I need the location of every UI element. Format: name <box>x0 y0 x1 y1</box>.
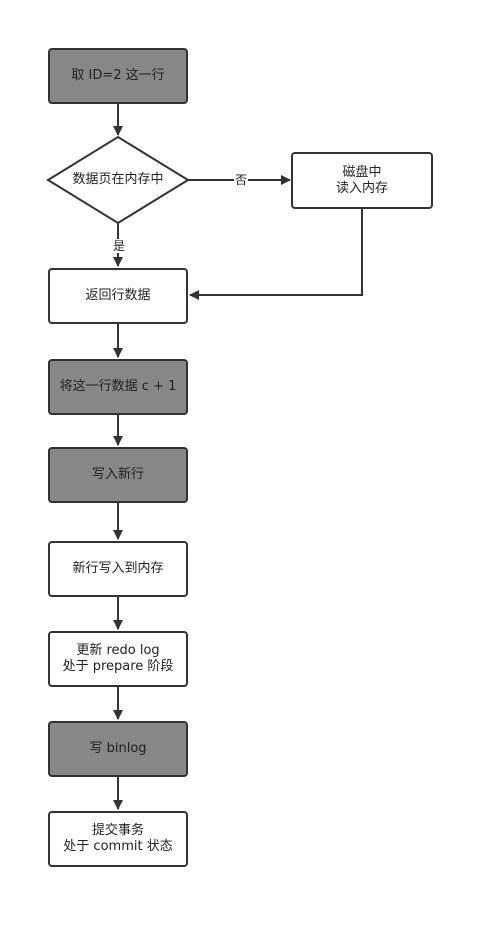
node-commit-line2: 处于 commit 状态 <box>63 839 173 854</box>
node-increment: 将这一行数据 c + 1 <box>48 359 188 415</box>
node-write-new-row: 写入新行 <box>48 447 188 503</box>
node-disk-read: 磁盘中 读入内存 <box>291 152 433 209</box>
node-new-row-to-memory: 新行写入到内存 <box>48 541 188 597</box>
node-write-binlog-label: 写 binlog <box>89 741 147 756</box>
node-return-row-label: 返回行数据 <box>85 288 151 303</box>
node-update-redo-log-line2: 处于 prepare 阶段 <box>62 659 174 674</box>
node-disk-read-line1: 磁盘中 <box>342 164 382 180</box>
node-commit: 提交事务 处于 commit 状态 <box>48 811 188 867</box>
node-increment-label: 将这一行数据 c + 1 <box>59 379 177 394</box>
decision-in-memory-label: 数据页在内存中 <box>72 172 164 187</box>
node-write-binlog: 写 binlog <box>48 721 188 777</box>
edge-label-yes: 是 <box>112 239 127 253</box>
node-update-redo-log-line1: 更新 redo log <box>76 643 160 658</box>
node-new-row-to-memory-label: 新行写入到内存 <box>72 561 164 576</box>
node-return-row: 返回行数据 <box>48 268 188 324</box>
node-disk-read-line2: 读入内存 <box>335 180 388 196</box>
node-fetch-row-label: 取 ID=2 这一行 <box>71 68 165 83</box>
node-write-new-row-label: 写入新行 <box>91 467 144 482</box>
node-fetch-row: 取 ID=2 这一行 <box>48 48 188 104</box>
node-commit-line1: 提交事务 <box>91 823 144 838</box>
node-update-redo-log: 更新 redo log 处于 prepare 阶段 <box>48 631 188 687</box>
arrow-disk-to-return <box>189 208 363 300</box>
edge-label-no: 否 <box>234 173 249 187</box>
